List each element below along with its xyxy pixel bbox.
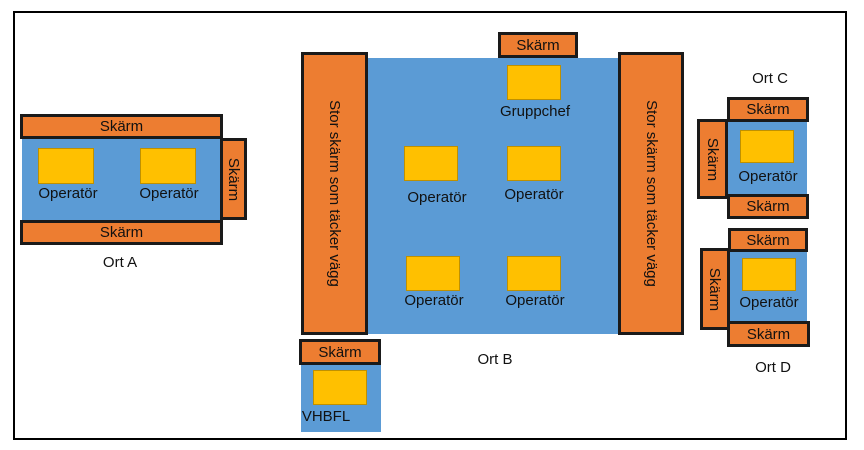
location-label-ort-a: Ort A (102, 254, 138, 271)
operator-label: Operatör (404, 292, 464, 309)
screen-ort-a-bottom: Skärm (20, 220, 223, 245)
screen-ort-c-side: Skärm (697, 119, 728, 199)
desk-vhbfl (313, 370, 367, 405)
screen-ort-d-side: Skärm (700, 248, 730, 330)
screen-vhbfl: Skärm (299, 339, 381, 365)
screen-label: Skärm (746, 198, 790, 215)
screen-label: Skärm (746, 101, 790, 118)
desk-operator (507, 256, 561, 291)
desk-operator (742, 258, 796, 291)
desk-operator (740, 130, 794, 163)
operator-label: Operatör (139, 185, 199, 202)
screen-ort-d-top: Skärm (728, 228, 808, 252)
location-label-ort-c: Ort C (752, 70, 788, 87)
screen-ort-b-top: Skärm (498, 32, 578, 58)
screen-label: Skärm (746, 231, 790, 249)
screen-ort-d-bottom: Skärm (727, 321, 810, 347)
screen-label: Skärm (706, 267, 724, 311)
operator-label: Operatör (38, 185, 98, 202)
desk-group-chief (507, 65, 561, 100)
wall-screen-label: Stor skärm som täcker vägg (642, 100, 660, 287)
operator-label: Operatör (407, 189, 467, 206)
screen-ort-c-bottom: Skärm (727, 194, 809, 219)
desk-operator (406, 256, 460, 291)
desk-operator (140, 148, 196, 184)
operator-label: Operatör (739, 294, 799, 311)
wall-screen-right: Stor skärm som täcker vägg (618, 52, 684, 335)
operator-label: Operatör (504, 186, 564, 203)
operator-label: Operatör (738, 168, 798, 185)
screen-ort-a-side: Skärm (220, 138, 247, 220)
operator-label: Operatör (505, 292, 565, 309)
vhbfl-label: VHBFL (301, 408, 351, 425)
screen-label: Skärm (704, 137, 721, 181)
desk-operator (404, 146, 458, 181)
screen-ort-c-top: Skärm (727, 97, 809, 122)
desk-operator (38, 148, 94, 184)
screen-label: Skärm (746, 325, 791, 343)
screen-label: Skärm (318, 343, 362, 361)
wall-screen-label: Stor skärm som täcker vägg (326, 100, 344, 287)
location-label-ort-d: Ort D (755, 359, 791, 376)
screen-label: Skärm (99, 224, 144, 241)
location-label-ort-b: Ort B (477, 351, 513, 368)
screen-label: Skärm (516, 36, 560, 54)
screen-ort-a-top: Skärm (20, 114, 223, 139)
wall-screen-left: Stor skärm som täcker vägg (301, 52, 368, 335)
desk-operator (507, 146, 561, 181)
screen-label: Skärm (225, 157, 242, 201)
screen-label: Skärm (99, 118, 144, 135)
group-chief-label: Gruppchef (499, 103, 571, 120)
